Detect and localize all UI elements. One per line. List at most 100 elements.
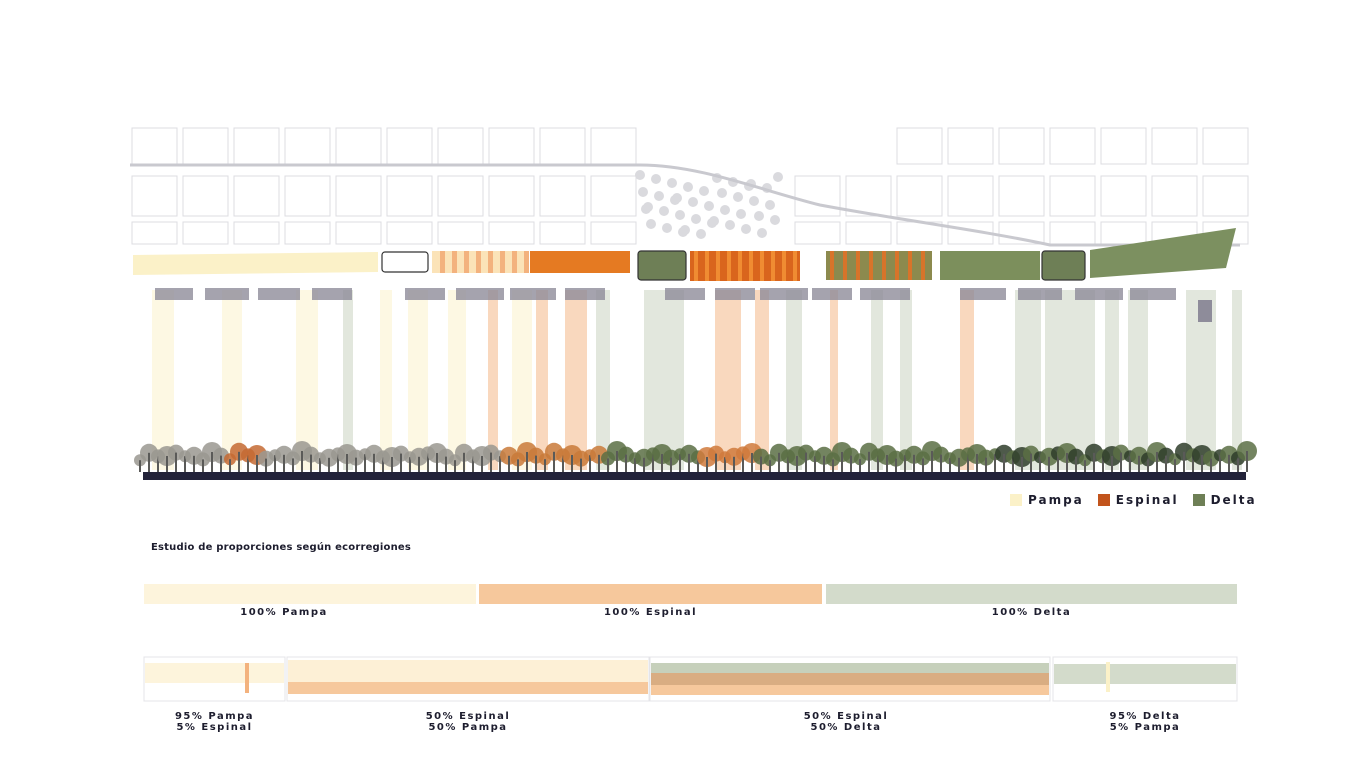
park-tree bbox=[696, 229, 706, 239]
band-pampa bbox=[133, 252, 378, 275]
tree-trunk bbox=[1201, 455, 1203, 472]
band-stripe bbox=[488, 251, 493, 273]
building bbox=[1075, 288, 1123, 300]
city-block bbox=[998, 175, 1045, 217]
tree-trunk bbox=[976, 454, 978, 472]
tree-trunk bbox=[310, 454, 312, 472]
tree-trunk bbox=[733, 456, 735, 472]
tree-trunk bbox=[517, 459, 519, 472]
projection-strip bbox=[715, 290, 741, 470]
legend-label-pampa: Pampa bbox=[1028, 493, 1084, 507]
tree-trunk bbox=[778, 452, 780, 472]
mixed-label-4-line2: 5% Pampa bbox=[1109, 722, 1181, 733]
tree-trunk bbox=[607, 458, 609, 472]
park-tree bbox=[654, 191, 664, 201]
band-stripe bbox=[464, 251, 469, 273]
tree-trunk bbox=[805, 452, 807, 472]
city-block bbox=[998, 127, 1045, 165]
legend-label-delta: Delta bbox=[1210, 493, 1257, 507]
tree-trunk bbox=[544, 459, 546, 472]
city-block bbox=[845, 221, 892, 245]
tree-trunk bbox=[751, 453, 753, 472]
park-tree bbox=[741, 224, 751, 234]
city-block bbox=[386, 127, 433, 165]
study-title: Estudio de proporciones según ecorregion… bbox=[151, 542, 412, 553]
city-block bbox=[1049, 127, 1096, 165]
building bbox=[155, 288, 193, 300]
city-block bbox=[284, 127, 331, 165]
band-stripe bbox=[793, 251, 797, 281]
tree-trunk bbox=[148, 452, 150, 472]
city-block bbox=[1202, 175, 1249, 217]
projection-strip bbox=[448, 290, 466, 470]
building bbox=[205, 288, 249, 300]
city-block bbox=[590, 175, 637, 217]
tree-trunk bbox=[823, 455, 825, 472]
projection-strip bbox=[1105, 290, 1119, 470]
tree-trunk bbox=[571, 455, 573, 472]
park-tree bbox=[662, 223, 672, 233]
tree-trunk bbox=[769, 460, 771, 472]
tree-trunk bbox=[364, 454, 366, 472]
band-stripe bbox=[771, 251, 775, 281]
tree-trunk bbox=[1246, 451, 1248, 472]
tree-trunk bbox=[220, 455, 222, 472]
projection-strip bbox=[1015, 290, 1041, 470]
tree-trunk bbox=[940, 454, 942, 472]
city-block bbox=[1049, 221, 1096, 245]
tree-trunk bbox=[589, 455, 591, 472]
band-stripe bbox=[452, 251, 457, 273]
park-tree bbox=[770, 215, 780, 225]
tree-trunk bbox=[1210, 458, 1212, 472]
tree-trunk bbox=[1111, 456, 1113, 472]
tree-trunk bbox=[409, 457, 411, 472]
ground-line bbox=[143, 472, 1246, 480]
park-tree bbox=[733, 192, 743, 202]
tree-trunk bbox=[1165, 455, 1167, 472]
tree-trunk bbox=[427, 453, 429, 472]
tree-trunk bbox=[661, 454, 663, 472]
mixed-bar-4 bbox=[1052, 656, 1238, 702]
tree-trunk bbox=[1012, 457, 1014, 472]
city-blocks bbox=[131, 127, 1249, 245]
tree-trunk bbox=[1156, 452, 1158, 472]
band-stripe bbox=[882, 251, 886, 280]
city-block bbox=[590, 127, 637, 165]
park-tree bbox=[667, 178, 677, 188]
building bbox=[1018, 288, 1062, 300]
band-stripe bbox=[782, 251, 786, 281]
band-stripe bbox=[908, 251, 912, 280]
tree-trunk bbox=[1093, 452, 1095, 472]
tree-trunk bbox=[688, 453, 690, 472]
legend-swatch-delta bbox=[1192, 494, 1205, 506]
projection-strips bbox=[152, 290, 1242, 470]
band-delta bbox=[940, 251, 1040, 280]
tree-trunk bbox=[319, 458, 321, 472]
projection-strip bbox=[565, 290, 587, 470]
tree-trunk bbox=[787, 456, 789, 472]
city-block bbox=[1100, 127, 1147, 165]
tree-trunk bbox=[1003, 453, 1005, 472]
band-stripe bbox=[727, 251, 731, 281]
tree-trunk bbox=[202, 459, 204, 472]
city-block bbox=[437, 175, 484, 217]
tree-trunk bbox=[553, 451, 555, 472]
pure-label-delta: 100% Delta bbox=[991, 607, 1072, 618]
park-tree bbox=[749, 196, 759, 206]
building bbox=[312, 288, 352, 300]
tree-trunk bbox=[391, 457, 393, 472]
tree-trunk bbox=[382, 457, 384, 472]
legend-item-delta: Delta bbox=[1192, 493, 1257, 507]
band-espinal-delta bbox=[826, 251, 932, 280]
tree-trunk bbox=[859, 459, 861, 472]
city-block bbox=[947, 175, 994, 217]
mixed-label-4-line1: 95% Delta bbox=[1109, 711, 1181, 722]
projection-strip bbox=[408, 290, 428, 470]
mixed-label-1: 95% Pampa 5% Espinal bbox=[144, 711, 285, 733]
park-tree bbox=[765, 200, 775, 210]
tree-trunk bbox=[1057, 453, 1059, 472]
tree-trunk bbox=[742, 453, 744, 472]
park-tree bbox=[638, 187, 648, 197]
park-tree bbox=[717, 188, 727, 198]
tree-trunk bbox=[796, 456, 798, 472]
